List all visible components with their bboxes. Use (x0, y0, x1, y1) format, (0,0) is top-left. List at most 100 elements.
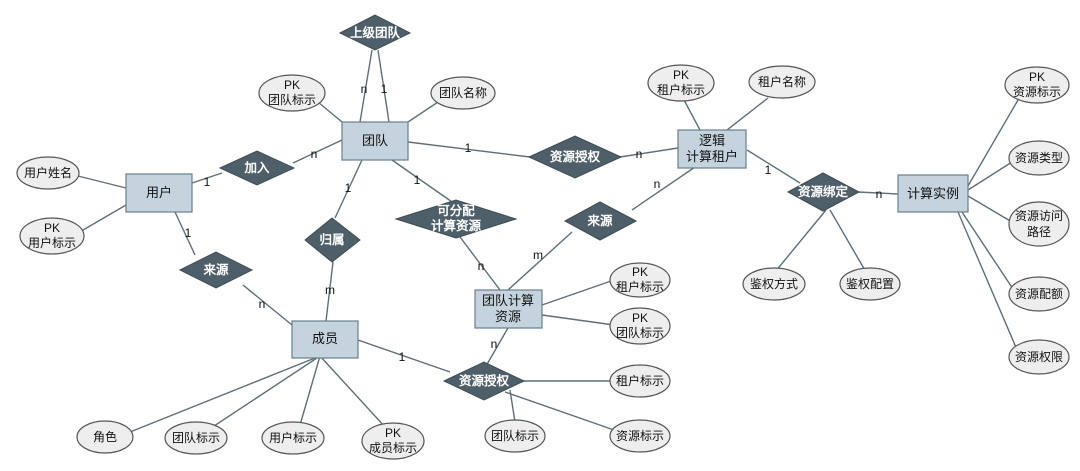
relation-source-member[interactable]: 来源 (178, 251, 254, 289)
edge-source-tenant (631, 164, 699, 211)
edge-tcr-tenant (541, 279, 615, 306)
relation-resource-binding-label: 资源绑定 (798, 184, 849, 199)
attr-team-id-label: 团队标示 (268, 92, 316, 107)
edges (73, 49, 1019, 433)
relation-join[interactable]: 加入 (218, 150, 296, 186)
card-parent-n: n (361, 82, 368, 96)
attr-team-name: 团队名称 (430, 76, 496, 110)
attr-tenant-name: 租户名称 (748, 65, 816, 99)
entity-user[interactable]: 用户 (125, 173, 193, 213)
card-src-tenant: n (654, 177, 661, 191)
entity-logical-tenant-line2: 计算租户 (686, 149, 738, 164)
entity-compute-instance[interactable]: 计算实例 (897, 174, 969, 213)
attr-tcr-team-id-label: 团队标示 (616, 325, 664, 340)
attr-resource-type: 资源类型 (1008, 140, 1070, 176)
relation-allocatable[interactable]: 可分配 计算资源 (394, 199, 518, 239)
edge-bind-instance (857, 191, 899, 195)
card-belong-member: m (325, 283, 335, 297)
edge-user-name (73, 174, 127, 189)
card-auth-tenant: n (636, 147, 643, 161)
card-srcm-user: 1 (185, 226, 192, 240)
attr-auth-config-label: 鉴权配置 (846, 277, 894, 291)
card-authm-tcr: n (491, 337, 498, 351)
edge-inst-type (967, 161, 1013, 191)
edge-inst-id (967, 99, 1019, 187)
entity-team[interactable]: 团队 (341, 121, 409, 161)
attr-resource-access-path-line1: 资源访问 (1015, 209, 1063, 223)
edge-user-source (174, 211, 196, 256)
relation-resource-auth-member[interactable]: 资源授权 (442, 361, 526, 401)
relation-allocatable-line2: 计算资源 (431, 218, 482, 233)
relation-parent-team[interactable]: 上级团队 (338, 14, 412, 51)
edge-user-id (77, 204, 127, 234)
edge-member-id (319, 355, 386, 428)
edge-team-teamid (317, 101, 343, 123)
attr-auth-team-id: 团队标示 (484, 419, 546, 453)
edge-alloc-tcr (459, 236, 501, 291)
card-alloc-team: 1 (414, 173, 421, 187)
entity-user-label: 用户 (146, 185, 172, 200)
attr-member-team-id: 团队标示 (164, 421, 228, 455)
attr-auth-tenant-id-label: 租户标示 (616, 373, 664, 388)
edge-auth-resid (504, 391, 615, 431)
edge-tcr-team (541, 314, 615, 326)
attr-auth-tenant-id: 租户标示 (609, 364, 671, 398)
attr-auth-method: 鉴权方式 (742, 267, 806, 301)
edge-tenant-name (726, 97, 769, 131)
edge-parent-1 (377, 49, 390, 123)
card-srcm-member: n (259, 297, 266, 311)
attr-user-id: PK 用户标示 (19, 217, 85, 255)
attr-resource-access-path: 资源访问 路径 (1008, 201, 1070, 247)
entity-team-compute-resource[interactable]: 团队计算 资源 (474, 289, 543, 329)
attr-tcr-tenant-id: PK 租户标示 (609, 262, 671, 298)
edge-parent-n (359, 49, 373, 123)
card-join-team: n (311, 147, 318, 161)
entity-tcr-line1: 团队计算 (482, 293, 534, 308)
relation-resource-auth-tenant[interactable]: 资源授权 (527, 135, 623, 179)
attr-role-label: 角色 (93, 430, 117, 444)
edge-user-join (191, 172, 223, 184)
cardinalities: n 1 1 n 1 n 1 m 1 n m n 1 n 1 n 1 n (185, 82, 883, 364)
entity-logical-tenant[interactable]: 逻辑 计算租户 (677, 129, 747, 169)
relation-source-tenant-label: 来源 (586, 213, 613, 228)
attr-tenant-name-label: 租户名称 (758, 74, 806, 89)
attr-member-user-id: 用户标示 (261, 421, 325, 455)
relation-resource-auth-tenant-label: 资源授权 (550, 149, 601, 164)
edge-auth-teamid (509, 389, 516, 423)
relation-resource-binding[interactable]: 资源绑定 (786, 172, 861, 212)
card-alloc-tcr: n (478, 259, 485, 273)
edge-tcr-auth (485, 327, 509, 367)
card-join-user: 1 (204, 175, 211, 189)
attr-resource-permission: 资源权限 (1008, 339, 1070, 375)
entity-team-label: 团队 (362, 133, 388, 148)
attr-tenant-id: PK 租户标示 (647, 64, 715, 102)
entity-compute-instance-label: 计算实例 (907, 186, 959, 201)
edge-inst-path (967, 195, 1013, 223)
attr-tenant-id-pk: PK (673, 68, 689, 82)
edge-member-user (297, 355, 321, 433)
attr-resource-quota: 资源配额 (1008, 276, 1070, 312)
attr-user-name-label: 用户姓名 (24, 165, 72, 180)
card-bind-tenant: 1 (765, 163, 772, 177)
attr-resource-quota-label: 资源配额 (1015, 287, 1063, 301)
entity-logical-tenant-line1: 逻辑 (699, 133, 725, 148)
card-bind-instance: n (876, 187, 883, 201)
attr-tcr-tenant-id-label: 租户标示 (616, 279, 664, 294)
relation-resource-auth-member-label: 资源授权 (459, 373, 510, 388)
edge-belong-member (325, 261, 334, 322)
edge-member-team (204, 355, 321, 433)
card-src-tcr: m (533, 248, 543, 262)
relation-source-tenant[interactable]: 来源 (563, 201, 638, 241)
attr-auth-config: 鉴权配置 (839, 267, 901, 301)
attr-resource-permission-label: 资源权限 (1015, 350, 1063, 364)
card-parent-1: 1 (381, 82, 388, 96)
edge-inst-perm (957, 211, 1019, 353)
entity-member[interactable]: 成员 (291, 320, 359, 359)
attr-user-id-label: 用户标示 (28, 235, 76, 250)
relation-belongs-to[interactable]: 归属 (304, 217, 361, 263)
attr-tcr-team-id: PK 团队标示 (609, 307, 671, 345)
attr-member-team-id-label: 团队标示 (172, 430, 220, 445)
edge-bind-authmethod (774, 209, 827, 273)
edge-source-member (242, 284, 293, 326)
edge-auth-tenant (619, 147, 679, 158)
